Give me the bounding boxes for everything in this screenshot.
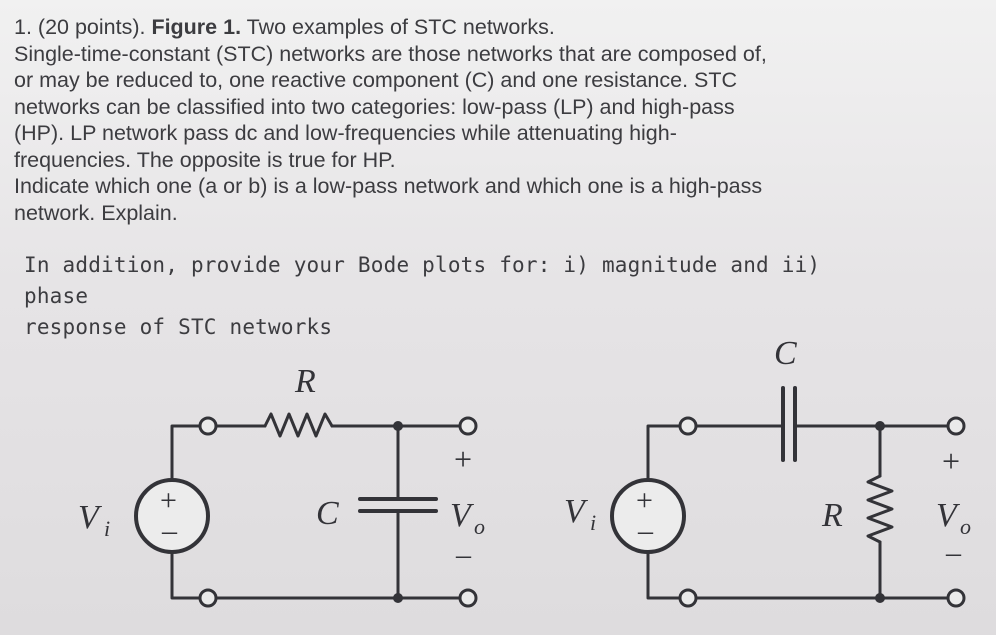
hp-output-minus: – [945, 536, 962, 569]
hp-input-terminal-top [678, 416, 698, 436]
circuit-figure: R C V i + – + V o – C R V i + – + V o – [78, 335, 971, 608]
hp-wire-left-top [646, 424, 682, 480]
hp-input-terminal-bottom [678, 588, 698, 608]
lp-wire-left-bottom [170, 550, 202, 600]
problem-line-5: frequencies. The opposite is true for HP… [14, 147, 396, 172]
hp-output-label: V [936, 497, 961, 534]
lp-output-terminal-top [458, 416, 478, 436]
problem-line-6: Indicate which one (a or b) is a low-pas… [14, 174, 763, 198]
problem-line-7: network. Explain. [14, 200, 178, 225]
lp-output-plus: + [454, 441, 472, 477]
lp-source-minus: – [161, 514, 178, 547]
hp-source-subscript: i [590, 510, 596, 535]
lp-circuit [134, 412, 478, 608]
lp-node-bottom [393, 593, 403, 603]
hp-resistor [866, 474, 894, 544]
lp-output-subscript: o [474, 514, 485, 539]
hp-circuit [610, 386, 966, 608]
hp-source-minus: – [637, 514, 654, 547]
lp-source-label: V [78, 499, 103, 536]
lp-input-terminal-top [198, 416, 218, 436]
lp-output-label: V [450, 497, 475, 534]
hp-resistor-label: R [821, 497, 843, 534]
problem-line-1: Single-time-constant (STC) networks are … [14, 41, 767, 66]
problem-line-4: (HP). LP network pass dc and low-frequen… [14, 121, 677, 145]
bode-line-1: In addition, provide your Bode plots for… [24, 253, 821, 308]
lp-output-terminal-bottom [458, 588, 478, 608]
problem-line-2: or may be reduced to, one reactive compo… [14, 68, 738, 92]
problem-text: 1. (20 points). Figure 1. Two examples o… [14, 14, 874, 343]
lp-source-subscript: i [104, 516, 110, 541]
hp-output-terminal-top [946, 416, 966, 436]
hp-node-top [875, 421, 885, 431]
figure-caption: Two examples of STC networks. [241, 15, 555, 39]
lp-source-plus: + [160, 484, 177, 517]
lp-resistor-label: R [294, 363, 316, 400]
problem-heading: 1. (20 points). Figure 1. Two examples o… [14, 14, 874, 41]
hp-capacitor-label: C [774, 335, 797, 372]
lp-input-terminal-bottom [198, 588, 218, 608]
hp-node-bottom [875, 593, 885, 603]
lp-wire-left-top [170, 424, 202, 480]
problem-points: 1. (20 points). [14, 15, 152, 39]
paragraph-gap [14, 226, 874, 250]
lp-node-top [393, 421, 403, 431]
lp-output-minus: – [455, 538, 472, 571]
lp-resistor [263, 412, 334, 438]
hp-wire-left-bottom [646, 550, 682, 600]
lp-capacitor-label: C [316, 495, 339, 532]
figure-label: Figure 1. [151, 15, 242, 39]
hp-source-label: V [564, 493, 589, 530]
hp-output-plus: + [942, 443, 960, 479]
hp-output-subscript: o [960, 514, 971, 539]
hp-source-plus: + [636, 484, 653, 517]
problem-line-3: networks can be classified into two cate… [14, 94, 735, 119]
hp-output-terminal-bottom [946, 588, 966, 608]
bode-line-2: response of STC networks [24, 315, 333, 339]
